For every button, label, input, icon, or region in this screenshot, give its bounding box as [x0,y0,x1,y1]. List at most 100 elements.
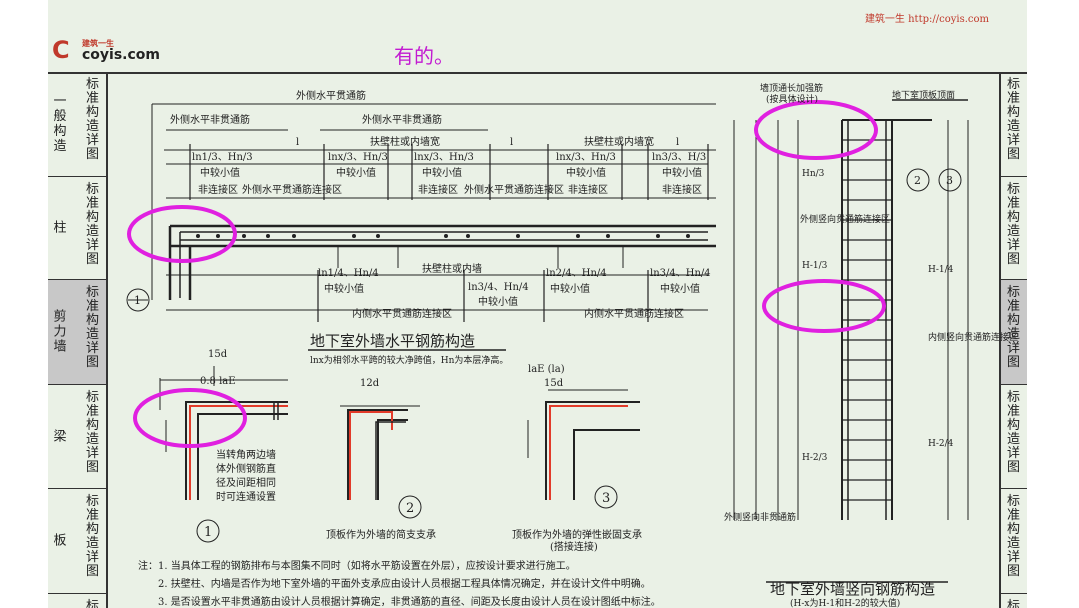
note-2: 2. 扶壁柱、内墙是否作为地下室外墙的平面外支承应由设计人员根据工程具体情况确定… [158,579,651,590]
label-pilaster3: 扶壁柱或内墙 [422,262,482,275]
vd-inner-conn: 内侧竖向贯通筋连接区 [928,331,1018,343]
label-min: 中较小值 [478,295,518,308]
label-min: 中较小值 [422,166,462,179]
tab-stair[interactable]: 楼 标 [48,594,106,608]
right-tab-active[interactable]: 标准构造详图 [1001,280,1027,385]
zone-outer-conn: 外侧水平贯通筋连接区 [464,183,564,196]
right-tab[interactable]: 标准构造详图 [1001,177,1027,280]
label-outer-noncont: 外侧水平非贯通筋 [170,113,250,126]
d3-dim-label: laE (la) [528,364,565,375]
label-min: 中较小值 [324,282,364,295]
zone-inner-conn: 内侧水平贯通筋连接区 [584,307,684,320]
d2-dim: 12d [360,378,380,389]
label-pilaster1: 扶壁柱或内墙宽 [370,135,440,148]
right-tab[interactable]: 标准构造详图 [1001,489,1027,594]
tab-vert: 标准构造详图 [86,390,100,475]
label-min: 中较小值 [662,166,702,179]
zone-no-conn: 非连接区 [568,183,608,196]
logo-en: coyis.com [82,47,160,63]
label-min: 中较小值 [336,166,376,179]
tab-short: 板 [53,533,67,549]
dim-top-1: ln1/3、Hn/3 [192,152,253,163]
right-tab[interactable]: 标 [1001,594,1027,608]
d1-text-3: 径及间距相同 [216,476,276,489]
h-label: H-1/3 [802,261,828,271]
dim-top-5: ln3/3、H/3 [652,152,706,163]
vd-top-label: 墙顶通长加强筋 [760,82,823,94]
tab-slab[interactable]: 板 标准构造详图 [48,489,106,594]
label-l2: l [510,137,513,148]
label-l3: l [676,137,679,148]
d3-caption-2: (搭接连接) [550,540,598,553]
label-min: 中较小值 [660,282,700,295]
vd-left-label: 外侧竖向非贯通筋 [724,511,796,523]
slide: 建筑一生 http://coyis.com C 建筑一生 coyis.com 有… [48,0,1027,608]
tab-vert: 标准构造详图 [1007,390,1021,475]
h-label: H-1/4 [928,265,954,275]
label-pilaster2: 扶壁柱或内墙宽 [584,135,654,148]
subtitle-vertical: (H-x为H-1和H-2的较大值) [790,597,900,608]
d1-dim-gap: 0.8 laE [200,376,236,387]
label-min: 中较小值 [200,166,240,179]
zone-inner-conn: 内侧水平贯通筋连接区 [352,307,452,320]
tab-vert: 标准构造详图 [1007,182,1021,267]
tab-general[interactable]: 一般构造 标准构造详图 [48,72,106,177]
logo-icon: C [52,36,70,64]
zone-outer-conn: 外侧水平贯通筋连接区 [242,183,342,196]
tab-short: 梁 [53,429,67,444]
callout-num: 1 [134,294,141,307]
header-divider [48,72,1027,74]
title-vertical: 地下室外墙竖向钢筋构造 [770,580,935,598]
d2-num: 2 [406,501,414,516]
d2-caption: 顶板作为外墙的简支支承 [326,528,436,541]
left-index-tabs: 一般构造 标准构造详图 柱 标准构造详图 剪力墙 标准构造详图 梁 标准构造详图… [48,72,108,608]
tab-short: 一般构造 [53,94,67,154]
d1-dim-top: 15d [208,349,228,360]
callout-2: 2 [914,174,921,187]
zone-no-conn: 非连接区 [418,183,458,196]
tab-short: 剪力墙 [53,309,67,355]
label-min: 中较小值 [550,282,590,295]
tab-vert: 标 [86,599,100,608]
d3-dim: 15d [544,378,564,389]
right-tab[interactable]: 标准构造详图 [1001,72,1027,177]
title-horizontal: 地下室外墙水平钢筋构造 [310,332,475,350]
label-outer-noncont-2: 外侧水平非贯通筋 [362,113,442,126]
vd-roof-label: 地下室顶板顶面 [892,89,955,101]
drawing-canvas: 外侧水平贯通筋 外侧水平非贯通筋 外侧水平非贯通筋 l 扶壁柱或内墙宽 l 扶壁… [126,82,1018,608]
dim-bottom-1: ln1/4、Hn/4 [318,268,379,279]
zone-no-conn: 非连接区 [662,183,702,196]
label-outer-cont: 外侧水平贯通筋 [296,89,366,102]
tab-vert: 标准构造详图 [86,182,100,267]
d1-num: 1 [204,525,212,540]
dim-top-4: lnx/3、Hn/3 [556,152,616,163]
annotation-text: 有的。 [394,44,454,68]
tab-vert: 标准构造详图 [86,77,100,162]
d1-text-2: 体外侧钢筋直 [216,462,276,475]
watermark: 建筑一生 http://coyis.com [864,14,989,25]
h-label: H-2/4 [928,439,954,449]
subtitle-horizontal: lnx为相邻水平跨的较大净跨值，Hn为本层净高。 [310,354,508,366]
tab-column[interactable]: 柱 标准构造详图 [48,177,106,280]
label-min: 中较小值 [566,166,606,179]
h-label: Hn/3 [802,169,825,179]
tab-short: 柱 [53,220,67,236]
dim-top-2: lnx/3、Hn/3 [328,152,388,163]
tab-beam[interactable]: 梁 标准构造详图 [48,385,106,489]
tab-vert: 标准构造详图 [86,285,100,370]
d3-caption: 顶板作为外墙的弹性嵌固支承 [512,528,642,541]
zone-no-conn: 非连接区 [198,183,238,196]
label-l1: l [296,137,299,148]
dim-bottom-3: ln2/4、Hn/4 [546,268,607,279]
note-1: 注：1. 当具体工程的钢筋排布与本图集不同时（如将水平筋设置在外层），应按设计要… [138,561,576,572]
tab-shear-wall[interactable]: 剪力墙 标准构造详图 [48,280,106,385]
vd-outer-conn: 外侧竖向贯通筋连接区 [800,213,890,225]
d3-num: 3 [602,491,610,506]
dim-top-3: lnx/3、Hn/3 [414,152,474,163]
d1-text-4: 时可连通设置 [216,490,276,503]
right-tab[interactable]: 标准构造详图 [1001,385,1027,489]
tab-vert: 标准构造详图 [1007,285,1021,370]
right-index-tabs: 标准构造详图 标准构造详图 标准构造详图 标准构造详图 标准构造详图 标 [999,72,1027,608]
tab-vert: 标准构造详图 [86,494,100,579]
d1-text-1: 当转角两边墙 [216,448,276,461]
